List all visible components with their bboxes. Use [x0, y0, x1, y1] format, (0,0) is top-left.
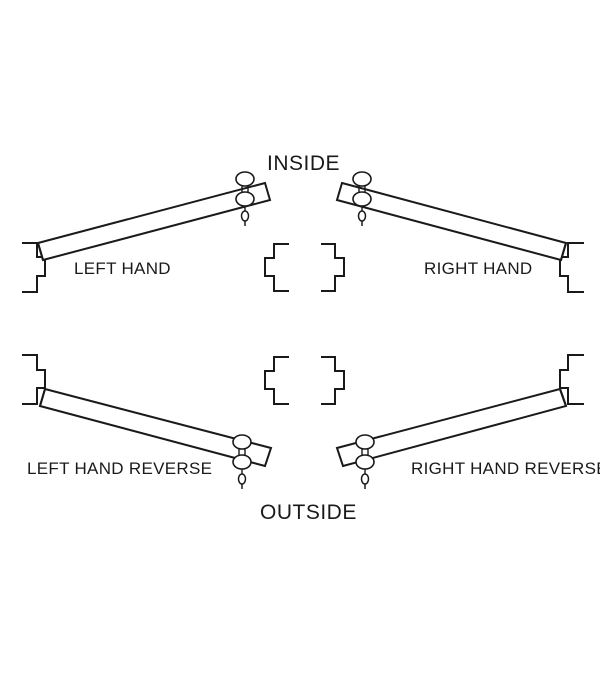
center-jamb-top-right	[321, 243, 345, 292]
inside-label: INSIDE	[267, 152, 341, 175]
left-hand-reverse-hardware-icon	[232, 434, 252, 490]
right-hand-door	[335, 181, 584, 293]
left-hand-reverse-door	[22, 354, 273, 468]
right-hand-reverse-label: RIGHT HAND REVERSE	[411, 459, 600, 478]
left-hand-door	[22, 181, 272, 293]
right-hand-label: RIGHT HAND	[424, 259, 533, 278]
right-hand-reverse-hardware-icon	[355, 434, 375, 490]
outside-label: OUTSIDE	[260, 501, 357, 524]
center-jamb-bottom-right	[321, 356, 345, 405]
right-hand-reverse-door	[335, 354, 584, 468]
left-hand-label: LEFT HAND	[74, 259, 171, 278]
center-jamb-top-left	[264, 243, 289, 292]
left-hand-reverse-label: LEFT HAND REVERSE	[27, 459, 213, 478]
center-jamb-bottom-left	[264, 356, 289, 405]
right-hand-hardware-icon	[352, 171, 372, 227]
left-hand-hardware-icon	[235, 171, 255, 227]
